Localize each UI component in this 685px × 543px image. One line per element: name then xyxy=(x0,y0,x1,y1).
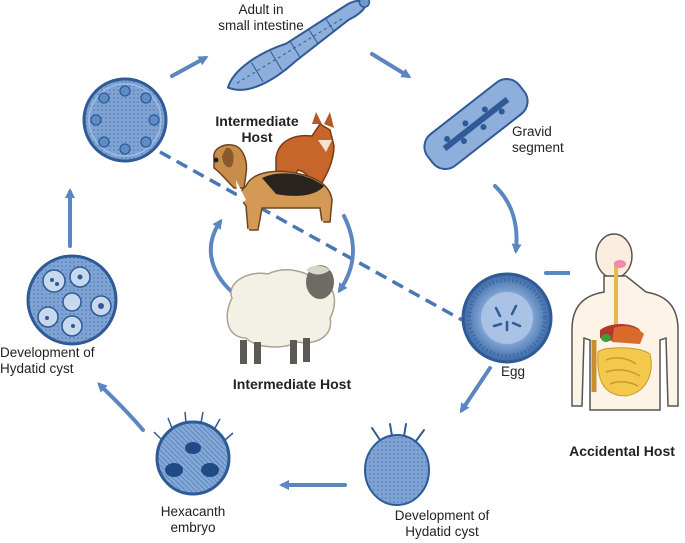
sheep-icon xyxy=(226,265,336,364)
hexacanth-label: Hexacanth embryo xyxy=(160,504,226,535)
arrow-host-up xyxy=(208,218,234,294)
dashed-transmission-line xyxy=(159,150,463,322)
accidental-host-label: Accidental Host xyxy=(569,443,675,459)
adult-label: Adult in small intestine xyxy=(218,2,304,33)
arrow-gravid-to-egg xyxy=(493,184,522,254)
adult-tapeworm-icon xyxy=(226,0,371,91)
human-body-icon xyxy=(570,233,682,416)
development-bottom-label: Development of Hydatid cyst xyxy=(394,508,490,539)
hexacanth-embryo-icon xyxy=(153,411,234,496)
arrow-hexacanth-to-cyst xyxy=(97,382,145,432)
egg-icon xyxy=(461,272,553,364)
egg-label: Egg xyxy=(500,364,526,379)
gravid-label: Gravid segment xyxy=(512,124,564,155)
arrow-protoscolex-to-adult xyxy=(170,56,209,78)
protoscolex-icon xyxy=(82,77,168,163)
intermediate-host-top-label: Intermediate Host xyxy=(215,113,299,145)
oncosphere-icon xyxy=(364,423,430,506)
intermediate-host-bottom-label: Intermediate Host xyxy=(232,376,352,392)
gravid-segment-icon xyxy=(423,77,529,171)
dog-icon xyxy=(213,144,333,236)
arrow-egg-to-oncosphere xyxy=(459,366,492,414)
arrow-host-down xyxy=(337,214,355,294)
hydatid-cyst-icon xyxy=(26,254,118,346)
arrow-adult-to-gravid xyxy=(370,52,412,79)
development-left-label: Development of Hydatid cyst xyxy=(0,345,95,376)
cycle-arrows xyxy=(65,52,582,490)
